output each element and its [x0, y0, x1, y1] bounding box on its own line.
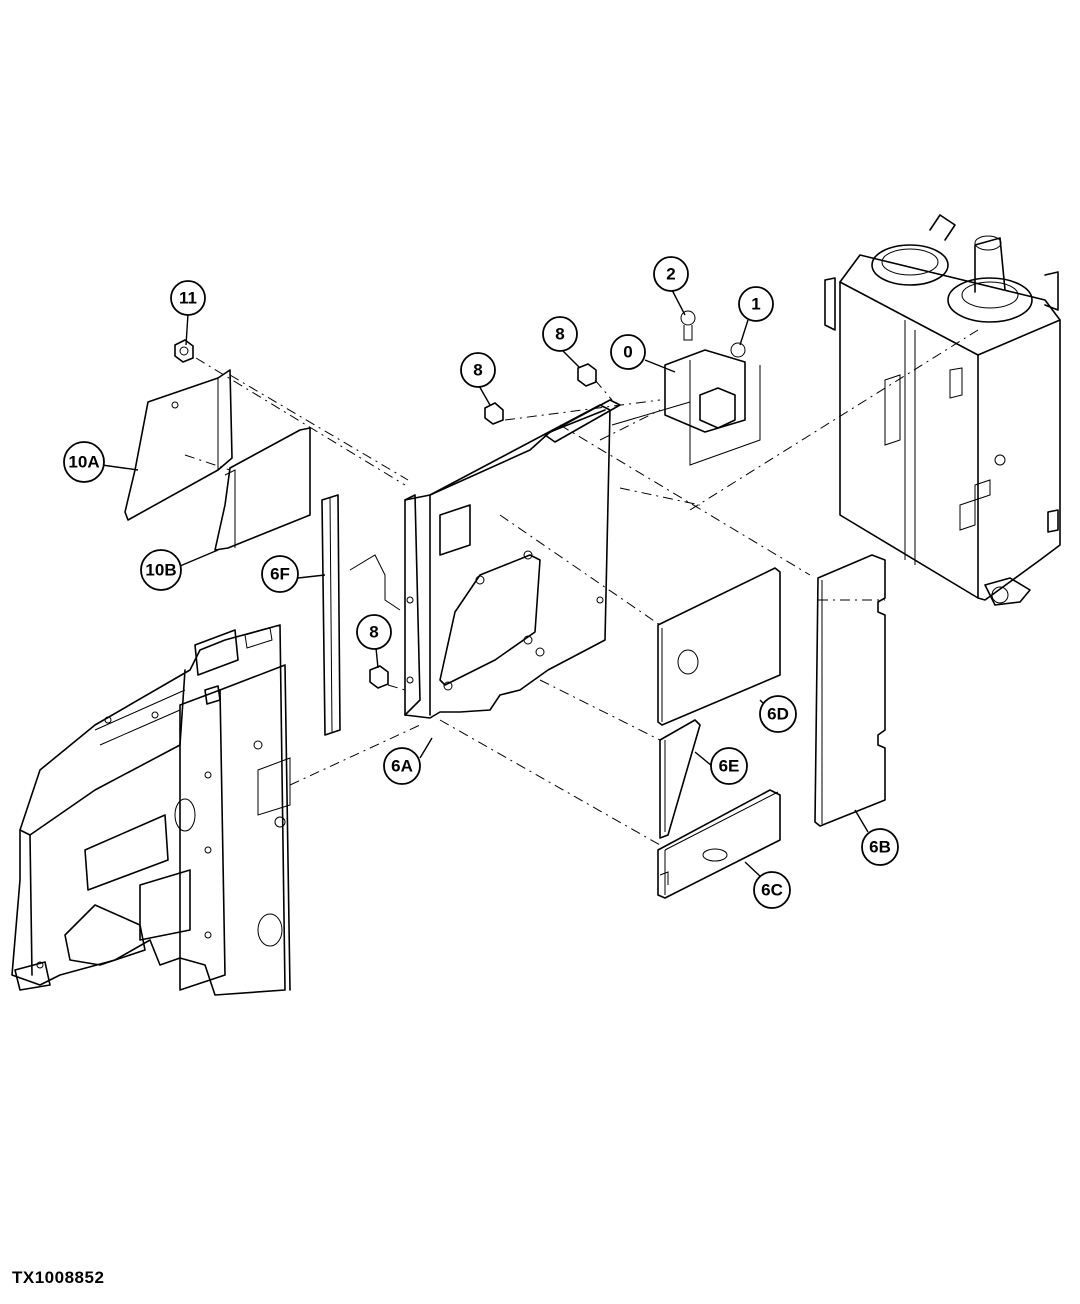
callout-11[interactable]: 11 [170, 280, 206, 316]
callout-8-top[interactable]: 8 [542, 316, 578, 352]
callout-1[interactable]: 1 [738, 286, 774, 322]
alignment-lines [184, 329, 979, 846]
figure-id: TX1008852 [12, 1268, 105, 1287]
strip-6F [321, 494, 341, 736]
mounting-bracket [611, 310, 761, 466]
callout-6B-label: 6B [869, 838, 891, 857]
callout-8-low-label: 8 [369, 623, 378, 642]
callout-2[interactable]: 2 [653, 256, 689, 292]
panel-6C [657, 789, 781, 899]
panel-6B [814, 554, 886, 827]
panel-6D [657, 567, 781, 726]
callout-6D-label: 6D [767, 705, 789, 724]
callout-8-mid[interactable]: 8 [460, 352, 496, 388]
callout-6B[interactable]: 6B [861, 828, 899, 866]
callout-10A-label: 10A [68, 453, 99, 472]
callouts: 11 2 1 8 0 8 10A 10B [63, 256, 899, 909]
callout-2-label: 2 [666, 265, 675, 284]
panel-6E [659, 719, 701, 839]
callout-6F[interactable]: 6F [261, 555, 299, 593]
callout-11-label: 11 [179, 289, 197, 308]
callout-8-mid-label: 8 [473, 361, 482, 380]
frame-weldment [11, 624, 291, 996]
callout-8-top-label: 8 [555, 325, 564, 344]
callout-6C[interactable]: 6C [753, 871, 791, 909]
callout-10B[interactable]: 10B [140, 549, 182, 591]
hydraulic-tank [824, 214, 1061, 606]
callout-6A[interactable]: 6A [383, 747, 421, 785]
callout-6C-label: 6C [761, 881, 783, 900]
callout-6E[interactable]: 6E [710, 747, 748, 785]
callout-6F-label: 6F [270, 565, 290, 584]
panel-6A [404, 399, 621, 719]
fastener-hardware [174, 339, 597, 689]
callout-6A-label: 6A [391, 757, 413, 776]
callout-10B-label: 10B [145, 561, 176, 580]
callout-0[interactable]: 0 [610, 334, 646, 370]
callout-1-label: 1 [751, 295, 760, 314]
panel-10B [214, 427, 311, 551]
callout-10A[interactable]: 10A [63, 441, 105, 483]
callout-0-label: 0 [623, 343, 632, 362]
panel-10A [124, 369, 233, 521]
callout-6D[interactable]: 6D [759, 695, 797, 733]
callout-8-low[interactable]: 8 [356, 614, 392, 650]
callout-6E-label: 6E [719, 757, 740, 776]
